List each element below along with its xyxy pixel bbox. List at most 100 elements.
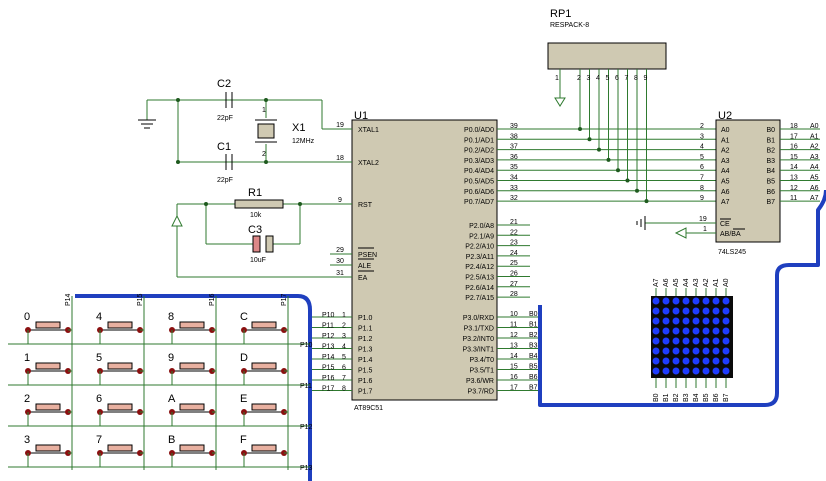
u1-p2-pin-name: P2.7/A15 (465, 295, 494, 302)
u2-b-net-label: A7 (810, 195, 819, 202)
keypad-button[interactable] (107, 444, 133, 452)
keypad-key-label: 1 (24, 352, 30, 364)
keypad-button[interactable] (251, 403, 277, 411)
keypad-button[interactable] (107, 403, 133, 411)
u2-b-net-label: A6 (810, 185, 819, 192)
u2-b-net-label: A2 (810, 144, 819, 151)
x1-pin2: 2 (262, 151, 266, 158)
u1-pin-number: 9 (338, 197, 342, 204)
keypad-col-net: P16 (209, 293, 216, 306)
led-dot (672, 347, 680, 355)
led-dot (682, 297, 690, 305)
keypad-button[interactable] (35, 321, 61, 329)
u1-p1-net-label: P10 (322, 312, 335, 319)
rp1-pin-label: 9 (644, 75, 648, 82)
u1-p0-pin-name: P0.7/AD7 (464, 199, 494, 206)
led-dot (652, 297, 660, 305)
u2-b-pin-number: 18 (790, 123, 798, 130)
u1-pin-name: PSEN (358, 252, 377, 259)
u1-p0-pin-name: P0.5/AD5 (464, 179, 494, 186)
keypad-key-label: 2 (24, 393, 30, 405)
led-dot (672, 327, 680, 335)
matrix-bottom-label: B7 (723, 393, 730, 402)
c3-capacitor (252, 235, 261, 253)
led-dot (722, 357, 730, 365)
led-dot (682, 307, 690, 315)
r1-value: 10k (250, 212, 262, 219)
keypad-button[interactable] (179, 444, 205, 452)
u1-body (351, 119, 498, 401)
u1-p0-pin-name: P0.4/AD4 (464, 168, 494, 175)
keypad-key-label: 6 (96, 393, 102, 405)
u1-p1-net-label: P12 (322, 333, 335, 340)
u1-p2-pin-name: P2.2/A10 (465, 244, 494, 251)
u1-p0-pin-number: 35 (510, 164, 518, 171)
led-dot (682, 327, 690, 335)
keypad-key-label: 9 (168, 352, 174, 364)
matrix-bottom-label: B6 (713, 393, 720, 402)
u2-b-pin-number: 17 (790, 133, 798, 140)
u1-p3-pin-name: P3.0/RXD (463, 315, 494, 322)
u2-a-pin-number: 4 (700, 144, 704, 151)
led-dots (652, 297, 730, 375)
keypad-bus (75, 294, 312, 481)
keypad-button[interactable] (179, 403, 205, 411)
led-dot (692, 337, 700, 345)
keypad-button[interactable] (251, 362, 277, 370)
keypad-key-label: B (168, 434, 175, 446)
led-dot (682, 337, 690, 345)
vcc-arrow-icon (171, 214, 183, 227)
u2-ce-num: 19 (699, 216, 707, 223)
c1-ref: C1 (217, 141, 231, 153)
u1-p2-pin-number: 23 (510, 240, 518, 247)
keypad-col-net: P15 (137, 293, 144, 306)
u2-a-pin-name: A1 (721, 137, 730, 144)
led-dot (662, 347, 670, 355)
c3-value: 10uF (250, 257, 266, 264)
u2-part: 74LS245 (718, 249, 746, 256)
led-dot (702, 347, 710, 355)
u1-pin-number: 30 (336, 258, 344, 265)
u1-p2-pin-number: 21 (510, 219, 518, 226)
u1-p1-pin-number: 1 (342, 312, 346, 319)
keypad-key-label: A (168, 393, 176, 405)
u2-b-pin-number: 13 (790, 175, 798, 182)
u1-p1-pin-number: 8 (342, 386, 346, 393)
u1-pin-number: 29 (336, 247, 344, 254)
matrix-bottom-label: B2 (673, 393, 680, 402)
keypad-button[interactable] (35, 444, 61, 452)
u1-pin-name: XTAL1 (358, 127, 379, 134)
u2-b-pin-name: B3 (766, 158, 775, 165)
led-dot (652, 357, 660, 365)
keypad-button[interactable] (179, 362, 205, 370)
keypad-button[interactable] (107, 321, 133, 329)
led-dot (692, 357, 700, 365)
u2-b-net-label: A0 (810, 123, 819, 130)
u1-p1-pin-name: P1.4 (358, 357, 373, 364)
u2-b-net-label: A4 (810, 164, 819, 171)
keypad-button[interactable] (179, 321, 205, 329)
u2-a-pin-number: 6 (700, 164, 704, 171)
u1-pin-name: ALE (358, 263, 372, 270)
led-dot (712, 337, 720, 345)
keypad-button[interactable] (35, 362, 61, 370)
matrix-top-label: A7 (653, 278, 660, 287)
keypad-button[interactable] (35, 403, 61, 411)
matrix-top-label: A3 (693, 278, 700, 287)
keypad-button[interactable] (251, 321, 277, 329)
keypad-col-net: P17 (281, 293, 288, 306)
keypad-button[interactable] (107, 362, 133, 370)
led-dot (662, 357, 670, 365)
u1-p0-pin-number: 34 (510, 175, 518, 182)
led-dot (702, 367, 710, 375)
u1-p3-pin-number: 15 (510, 364, 518, 371)
u1-pin-name: XTAL2 (358, 160, 379, 167)
u1-p3-net-label: B0 (529, 311, 538, 318)
x1-pin1: 1 (262, 107, 266, 114)
led-dot (692, 297, 700, 305)
keypad-button[interactable] (251, 444, 277, 452)
u2-a-pin-name: A3 (721, 158, 730, 165)
led-dot (702, 307, 710, 315)
